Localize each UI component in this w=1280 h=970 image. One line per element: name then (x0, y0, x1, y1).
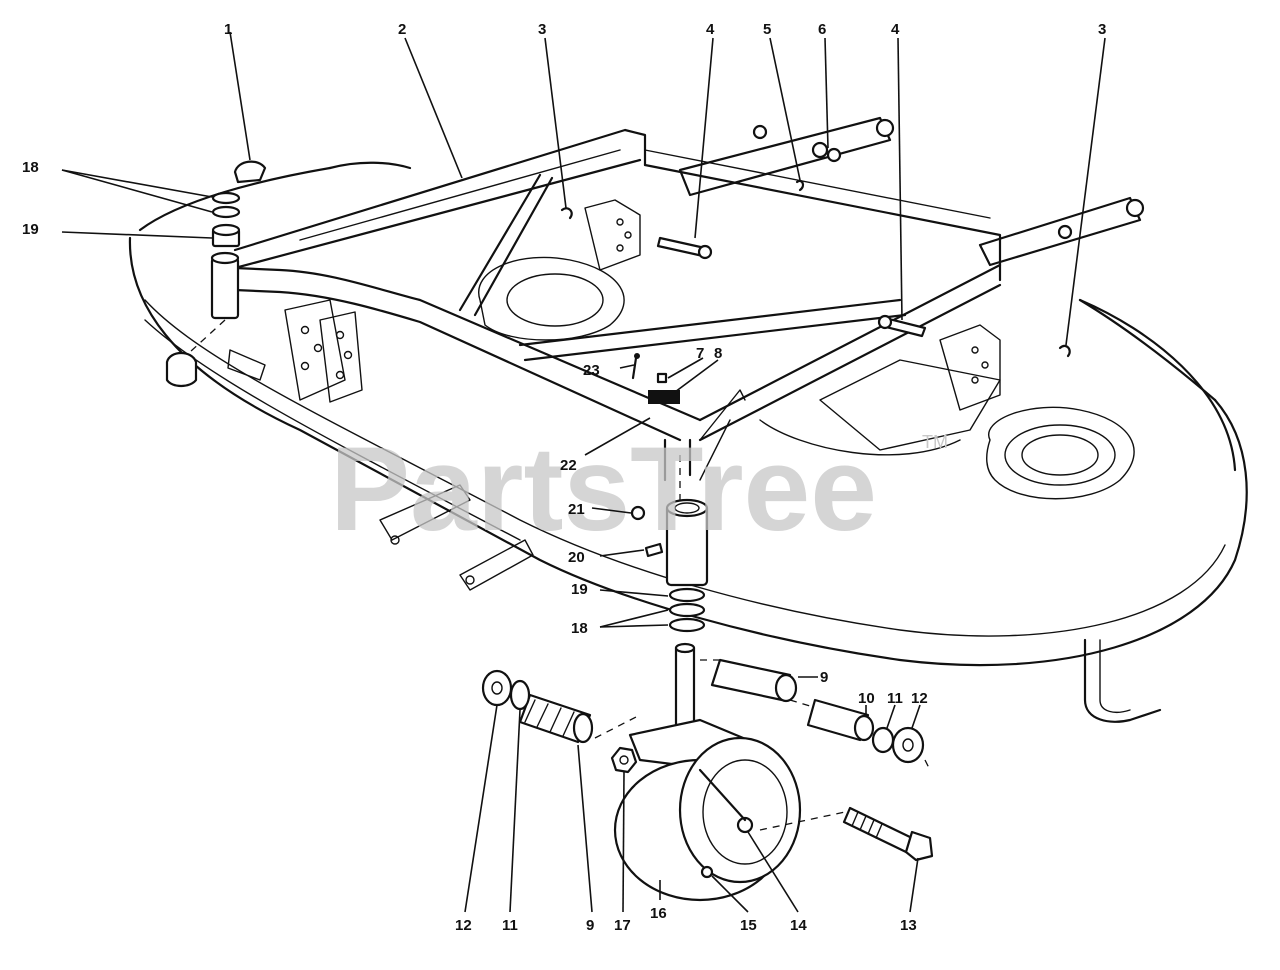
callout-1: 1 (224, 21, 232, 38)
callout-19: 19 (571, 581, 588, 598)
callout-7: 7 (696, 345, 704, 362)
callout-11: 11 (887, 690, 903, 707)
callout-19: 19 (22, 221, 39, 238)
callout-16: 16 (650, 905, 667, 922)
lift-arms (678, 116, 1145, 267)
upper-hardware (165, 141, 1071, 558)
partstree-watermark: PartsTree (330, 422, 877, 556)
callout-14: 14 (790, 917, 807, 934)
callout-3: 3 (1098, 21, 1106, 38)
callout-9: 9 (820, 669, 828, 686)
callout-numbers: 1 2 3 4 5 6 4 3 18 19 23 7 8 22 21 20 19… (22, 21, 1106, 934)
callout-4: 4 (706, 21, 715, 38)
callout-5: 5 (763, 21, 771, 38)
callout-13: 13 (900, 917, 917, 934)
callout-12: 12 (455, 917, 472, 934)
callout-9: 9 (586, 917, 594, 934)
callout-6: 6 (818, 21, 826, 38)
callout-22: 22 (560, 457, 577, 474)
pivot-bar-frame (210, 128, 1002, 482)
callout-11: 11 (502, 917, 518, 934)
callout-2: 2 (398, 21, 406, 38)
callout-leaders (61, 31, 1106, 913)
callout-23: 23 (583, 362, 600, 379)
callout-18: 18 (571, 620, 588, 637)
callout-21: 21 (568, 501, 585, 518)
callout-10: 10 (858, 690, 875, 707)
callout-20: 20 (568, 549, 585, 566)
callout-17: 17 (614, 917, 631, 934)
callout-4: 4 (891, 21, 900, 38)
watermark-trademark: TM (922, 432, 948, 452)
callout-18: 18 (22, 159, 39, 176)
callout-12: 12 (911, 690, 928, 707)
callout-3: 3 (538, 21, 546, 38)
callout-8: 8 (714, 345, 722, 362)
caster-wheel-assembly (189, 319, 934, 902)
callout-15: 15 (740, 917, 757, 934)
